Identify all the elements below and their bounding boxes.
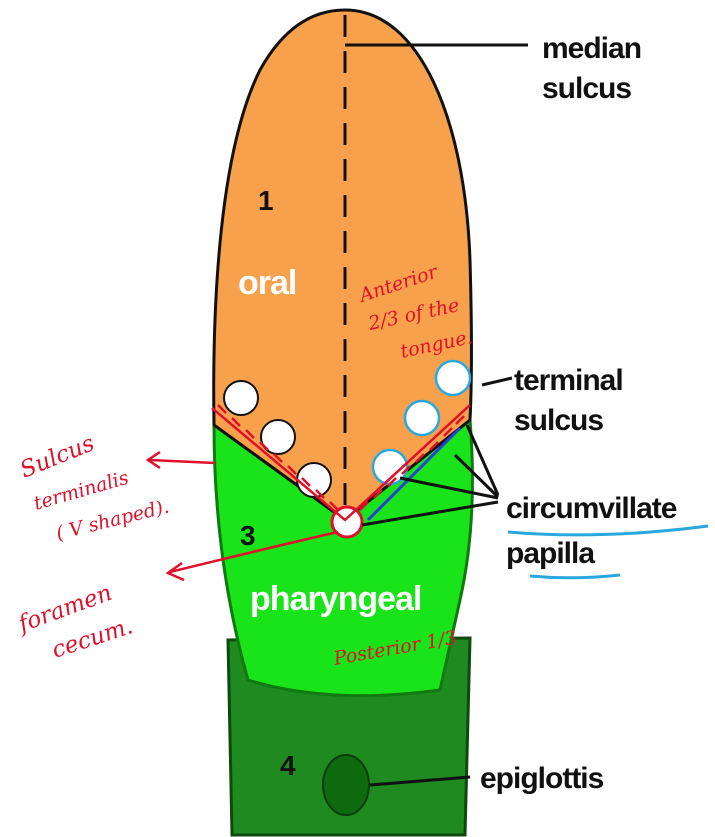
median-sulcus-label-1: median xyxy=(542,32,641,65)
circumvallate-label-2: papilla xyxy=(506,537,595,570)
median-sulcus-label-2: sulcus xyxy=(542,72,631,105)
terminal-sulcus-label-1: terminal xyxy=(514,364,623,397)
circumvallate-label-1: circumvillate xyxy=(506,492,677,525)
sulcus-note-1: Sulcus xyxy=(17,430,99,483)
papilla-right-1 xyxy=(436,361,470,395)
region-number-4: 4 xyxy=(280,750,296,781)
papilla-right-2 xyxy=(405,401,439,435)
region-number-1: 1 xyxy=(258,185,274,216)
region-number-3: 3 xyxy=(240,520,256,551)
epiglottis xyxy=(323,755,369,815)
epiglottis-label: epiglottis xyxy=(480,762,604,795)
terminal-sulcus-label-2: sulcus xyxy=(514,404,603,437)
pharyngeal-label: pharyngeal xyxy=(250,580,421,618)
oral-label: oral xyxy=(238,264,296,302)
papilla-left-3 xyxy=(297,463,331,497)
papilla-left-1 xyxy=(224,381,258,415)
